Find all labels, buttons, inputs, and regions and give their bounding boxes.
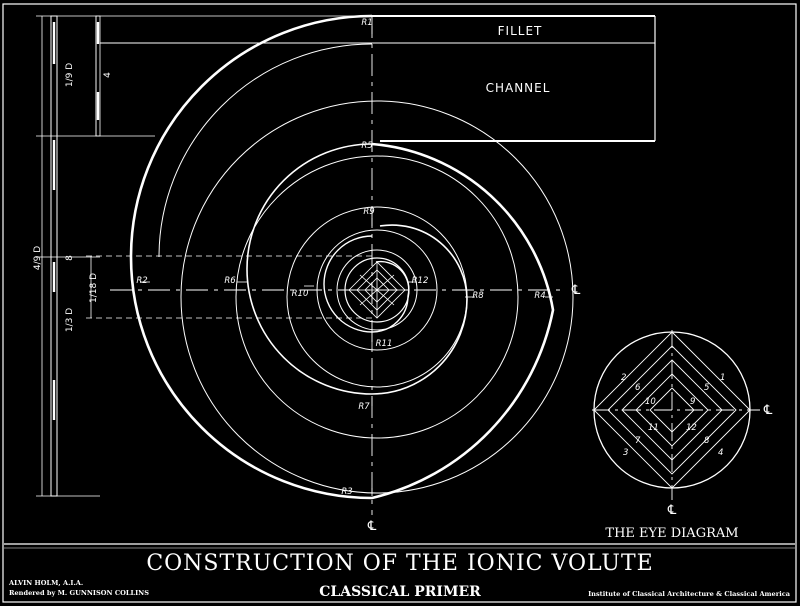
r5-label: R5	[361, 141, 372, 151]
r4-label: R4	[534, 291, 545, 301]
dimension-rulers	[36, 15, 372, 497]
channel-label: CHANNEL	[486, 81, 551, 95]
eight-dim: 8	[65, 255, 75, 261]
eye-point-8: 8	[704, 436, 710, 446]
horizontal-centerline-mark: ℄	[571, 283, 581, 298]
eye-point-12: 12	[686, 423, 697, 433]
fillet-label: FILLET	[498, 24, 543, 38]
eye-point-6: 6	[635, 383, 641, 393]
eye-point-3: 3	[623, 448, 628, 458]
r2-label: R2	[136, 276, 147, 286]
one-ninth-dim: 1/9 D	[65, 63, 75, 87]
drawing-frame	[2, 3, 797, 603]
four-dim: 4	[103, 72, 113, 78]
eye-diagram-title: THE EYE DIAGRAM	[605, 526, 738, 541]
four-ninths-dim: 4/9 D	[33, 246, 43, 270]
eye-point-11: 11	[648, 423, 659, 433]
r12-label: R12	[412, 276, 429, 286]
r8-label: R8	[472, 291, 484, 301]
eye-point-5: 5	[704, 383, 709, 393]
r7-label: R7	[358, 402, 370, 412]
eye-diagram-horizontal-centerline-mark: ℄	[763, 403, 773, 418]
drawing-title: CONSTRUCTION OF THE IONIC VOLUTE	[146, 551, 653, 576]
renderer-credit: Rendered by M. GUNNISON COLLINS	[9, 589, 149, 597]
eye-diagram	[592, 330, 760, 500]
vertical-centerline-mark: ℄	[367, 519, 377, 534]
fillet-channel-lines	[100, 15, 656, 142]
author-credit: ALVIN HOLM, A.I.A.	[8, 579, 83, 587]
r3-label: R3	[341, 487, 352, 497]
drawing-subtitle: CLASSICAL PRIMER	[319, 584, 481, 600]
eye-point-10: 10	[645, 397, 656, 407]
institute-credit: Institute of Classical Architecture & Cl…	[588, 590, 791, 598]
r10-label: R10	[292, 289, 309, 299]
eye-point-7: 7	[635, 436, 641, 446]
one-third-dim: 1/3 D	[65, 308, 75, 332]
r11-label: R11	[376, 339, 393, 349]
eye-point-2: 2	[621, 373, 626, 383]
r9-label: R9	[363, 207, 374, 217]
centerlines	[110, 16, 560, 515]
r6-label: R6	[224, 276, 236, 286]
r1-label: R1	[361, 18, 372, 28]
eye-point-1: 1	[720, 373, 725, 383]
radius-leaders	[140, 26, 553, 496]
eye-diagram-vertical-centerline-mark: ℄	[667, 503, 677, 518]
eye-point-9: 9	[690, 397, 695, 407]
eye-point-4: 4	[718, 448, 723, 458]
construction-circles	[180, 100, 574, 494]
one-eighteenth-dim: 1/18 D	[89, 273, 99, 303]
